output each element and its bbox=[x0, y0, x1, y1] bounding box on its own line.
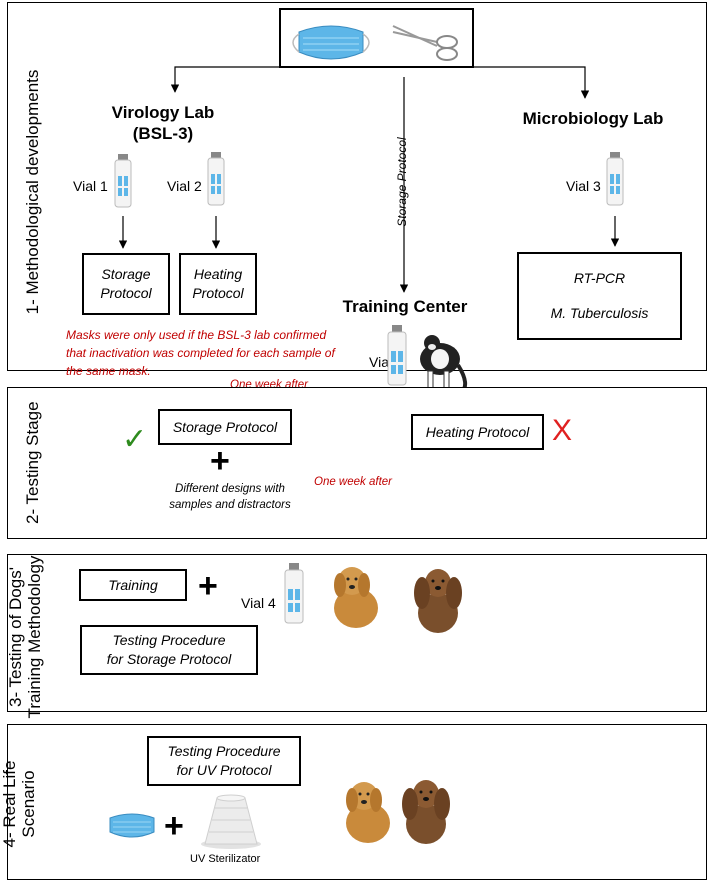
cross-icon: X bbox=[552, 414, 573, 447]
uv-sterilizator-label: UV Sterilizator bbox=[190, 853, 261, 865]
mask-icon bbox=[292, 25, 370, 60]
cocker-spaniel-icon-panel4 bbox=[402, 780, 450, 844]
vial4-icon-panel1 bbox=[387, 325, 407, 386]
uv-sterilizer-icon bbox=[201, 794, 261, 849]
training-center-title: Training Center bbox=[342, 297, 468, 316]
training-box: Training bbox=[79, 569, 187, 601]
vial2-label: Vial 2 bbox=[167, 178, 202, 194]
tuberculosis-label: M. Tuberculosis bbox=[550, 305, 649, 321]
testing-procedure-storage-box: Testing Procedure for Storage Protocol bbox=[80, 625, 258, 675]
mask-scissors-box bbox=[279, 8, 474, 68]
panel-testing-stage bbox=[7, 387, 707, 539]
storage-protocol-box-panel2: Storage Protocol bbox=[158, 409, 292, 445]
one-week-after-arrow-label: One week after bbox=[314, 476, 392, 488]
rtpcr-label: RT-PCR bbox=[573, 270, 626, 286]
virology-lab-title: Virology Lab (BSL-3) bbox=[111, 103, 215, 143]
designs-text: Different designs with samples and distr… bbox=[169, 483, 291, 511]
vial4-label-panel3: Vial 4 bbox=[241, 595, 276, 611]
vial3-icon bbox=[606, 152, 624, 206]
scissors-icon bbox=[392, 25, 458, 61]
testing-procedure-uv-box: Testing Procedure for UV Protocol bbox=[147, 736, 301, 786]
vial1-icon bbox=[114, 154, 132, 208]
dog-icon bbox=[420, 335, 468, 390]
mask-icon-panel4 bbox=[109, 813, 155, 838]
vial3-label: Vial 3 bbox=[566, 178, 601, 194]
golden-retriever-icon-panel4 bbox=[346, 782, 390, 843]
heating-protocol-box-panel2: Heating Protocol bbox=[411, 414, 544, 450]
plus-sign-panel3: + bbox=[198, 567, 218, 605]
bsl3-note: Masks were only used if the BSL-3 lab co… bbox=[66, 328, 335, 378]
check-icon: ✓ bbox=[122, 422, 148, 457]
plus-sign-panel2: + bbox=[210, 442, 230, 480]
panel4-side-title: 4- Real Life Scenario bbox=[0, 760, 38, 848]
vial2-icon bbox=[207, 152, 225, 206]
rtpcr-box: RT-PCR M. Tuberculosis bbox=[517, 252, 682, 340]
storage-protocol-box: Storage Protocol bbox=[82, 253, 170, 315]
vial1-label: Vial 1 bbox=[73, 178, 108, 194]
panel3-side-title: 3- Testing of Dogs' Training Methodology bbox=[6, 555, 44, 719]
golden-retriever-icon bbox=[334, 567, 378, 628]
cocker-spaniel-icon bbox=[414, 569, 462, 633]
plus-sign-panel4: + bbox=[164, 807, 184, 845]
vial4-icon-panel3 bbox=[284, 563, 304, 624]
heating-protocol-box: Heating Protocol bbox=[179, 253, 257, 315]
panel2-side-title: 2- Testing Stage bbox=[23, 401, 42, 524]
microbiology-lab-title: Microbiology Lab bbox=[522, 109, 664, 128]
